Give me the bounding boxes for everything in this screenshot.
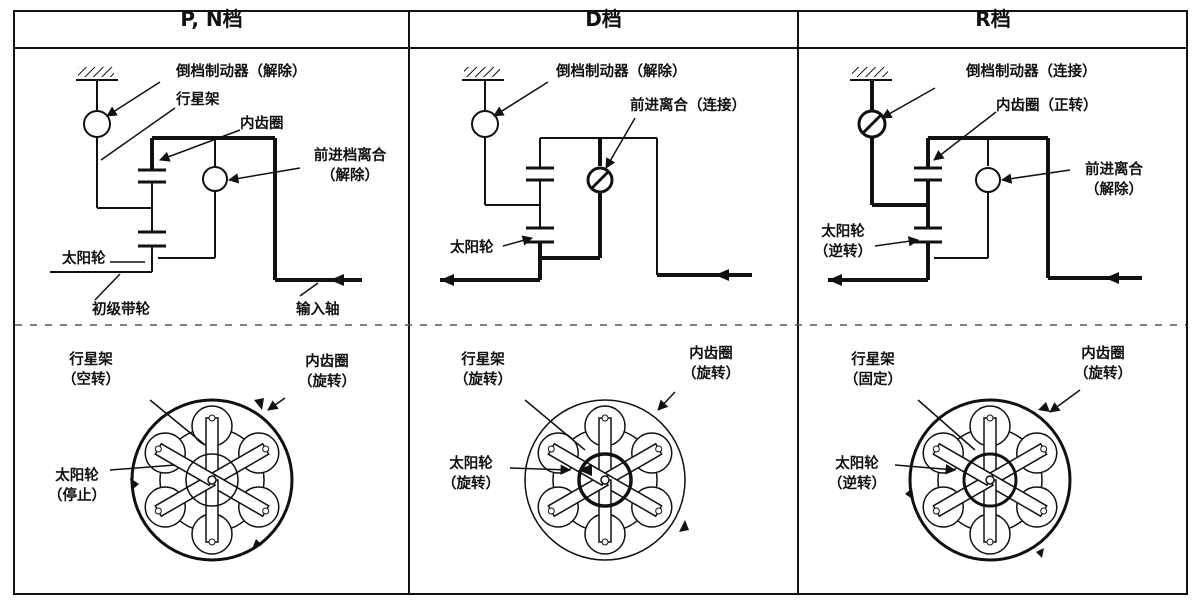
r-sun-line1: 太阳轮 [821, 224, 865, 240]
header-r: R档 [975, 7, 1011, 31]
planet-pin [547, 507, 555, 515]
r-schematic [828, 67, 1142, 286]
r-sun-label: 太阳轮 （逆转） [812, 222, 874, 262]
planet-pin [1040, 507, 1048, 515]
d-ring-state-line1: 内齿圈 [689, 346, 733, 362]
planet-pin [655, 507, 663, 515]
d-sun-state-line1: 太阳轮 [449, 456, 493, 472]
sun-gear [185, 453, 239, 507]
pn-sun-state-line2: （停止） [48, 488, 106, 504]
header-pn: P, N档 [180, 7, 243, 31]
pn-fwd-clutch-line1: 前进档离合 [313, 148, 387, 164]
pn-ring-state-line1: 内齿圈 [305, 354, 349, 370]
d-ring-state-line2: （旋转） [682, 366, 740, 382]
pn-gearset [130, 398, 294, 562]
r-gearset [905, 398, 1072, 562]
pn-carrier-state-line2: （空转） [62, 372, 120, 388]
pn-sun-state-line1: 太阳轮 [55, 468, 99, 484]
r-sun-state-line1: 太阳轮 [835, 456, 879, 472]
d-carrier-state-line2: （旋转） [454, 372, 512, 388]
center-hub [985, 475, 995, 485]
sun-gear [962, 452, 1018, 508]
ring-gear [524, 399, 686, 561]
rotation-arrow [1038, 402, 1050, 412]
d-carrier-state-line1: 行星架 [461, 352, 505, 368]
r-fwd-clutch-label: 前进离合 （解除） [1074, 160, 1154, 200]
pn-carrier-label: 行星架 [176, 92, 220, 108]
planet-pin [208, 414, 216, 422]
planet-pin [601, 414, 609, 422]
d-carrier-state: 行星架 （旋转） [448, 350, 518, 390]
header-d: D档 [585, 7, 622, 31]
planet-pin [986, 538, 994, 546]
r-sun-line2: （逆转） [814, 244, 872, 260]
center-hub [207, 475, 217, 485]
gearset-leaders [109, 389, 1081, 475]
r-sun-state: 太阳轮 （逆转） [822, 454, 892, 494]
pn-ring-state-line2: （旋转） [298, 374, 356, 390]
d-gearset [524, 399, 689, 561]
r-ring-state-line1: 内齿圈 [1081, 346, 1125, 362]
pn-fwd-clutch-line2: （解除） [321, 168, 379, 184]
planet-pin [154, 507, 162, 515]
d-schematic [440, 67, 752, 286]
rotation-arrow [578, 464, 592, 476]
ring-gear [908, 398, 1072, 562]
planet-pin [932, 507, 940, 515]
pn-schematic [50, 67, 362, 301]
pn-sun-label: 太阳轮 [62, 251, 106, 267]
r-ring-state-line2: （旋转） [1074, 366, 1132, 382]
d-reverse-brake-label: 倒档制动器（解除） [556, 64, 687, 80]
r-carrier-state-line2: （固定） [844, 372, 902, 388]
planet-pin [655, 445, 663, 453]
pn-ring-label: 内齿圈 [240, 116, 284, 132]
center-hub [600, 475, 610, 485]
r-carrier-state: 行星架 （固定） [838, 350, 908, 390]
d-ring-state: 内齿圈 （旋转） [676, 344, 746, 384]
pn-input-shaft-label: 输入轴 [296, 302, 340, 318]
r-ring-label: 内齿圈（正转） [996, 98, 1098, 114]
planet-pin [547, 445, 555, 453]
pn-fwd-clutch-label: 前进档离合 （解除） [302, 146, 398, 186]
d-sun-label: 太阳轮 [450, 240, 494, 256]
r-carrier-state-line1: 行星架 [851, 352, 895, 368]
d-sun-state-line2: （旋转） [442, 476, 500, 492]
rotation-arrow [679, 520, 689, 532]
pn-primary-pulley-label: 初级带轮 [92, 302, 150, 318]
planet-pin [601, 538, 609, 546]
pn-carrier-state-line1: 行星架 [69, 352, 113, 368]
rotation-arrow [252, 539, 262, 549]
d-sun-state: 太阳轮 （旋转） [436, 454, 506, 494]
sun-gear [577, 452, 633, 508]
diagram-frame [13, 10, 1188, 595]
r-reverse-brake-label: 倒档制动器（连接） [966, 64, 1097, 80]
rotation-arrow [1036, 548, 1044, 558]
r-fwd-clutch-line2: （解除） [1085, 182, 1143, 198]
planet-pin [932, 445, 940, 453]
r-sun-state-line2: （逆转） [828, 476, 886, 492]
r-ring-state: 内齿圈 （旋转） [1068, 344, 1138, 384]
planet-pin [986, 414, 994, 422]
planet-pin [154, 445, 162, 453]
planet-pin [1040, 445, 1048, 453]
pn-carrier-state: 行星架 （空转） [56, 350, 126, 390]
d-fwd-clutch-label: 前进离合（连接） [630, 98, 746, 114]
pn-sun-state: 太阳轮 （停止） [42, 466, 112, 506]
planet-pin [208, 538, 216, 546]
planet-pin [262, 445, 270, 453]
planet-pin [262, 507, 270, 515]
rotation-arrow [254, 398, 264, 410]
rotation-arrow [130, 478, 139, 490]
r-fwd-clutch-line1: 前进离合 [1085, 162, 1143, 178]
rotation-arrow [905, 488, 914, 500]
pn-ring-state: 内齿圈 （旋转） [292, 352, 362, 392]
pn-reverse-brake-label: 倒档制动器（解除） [176, 64, 307, 80]
